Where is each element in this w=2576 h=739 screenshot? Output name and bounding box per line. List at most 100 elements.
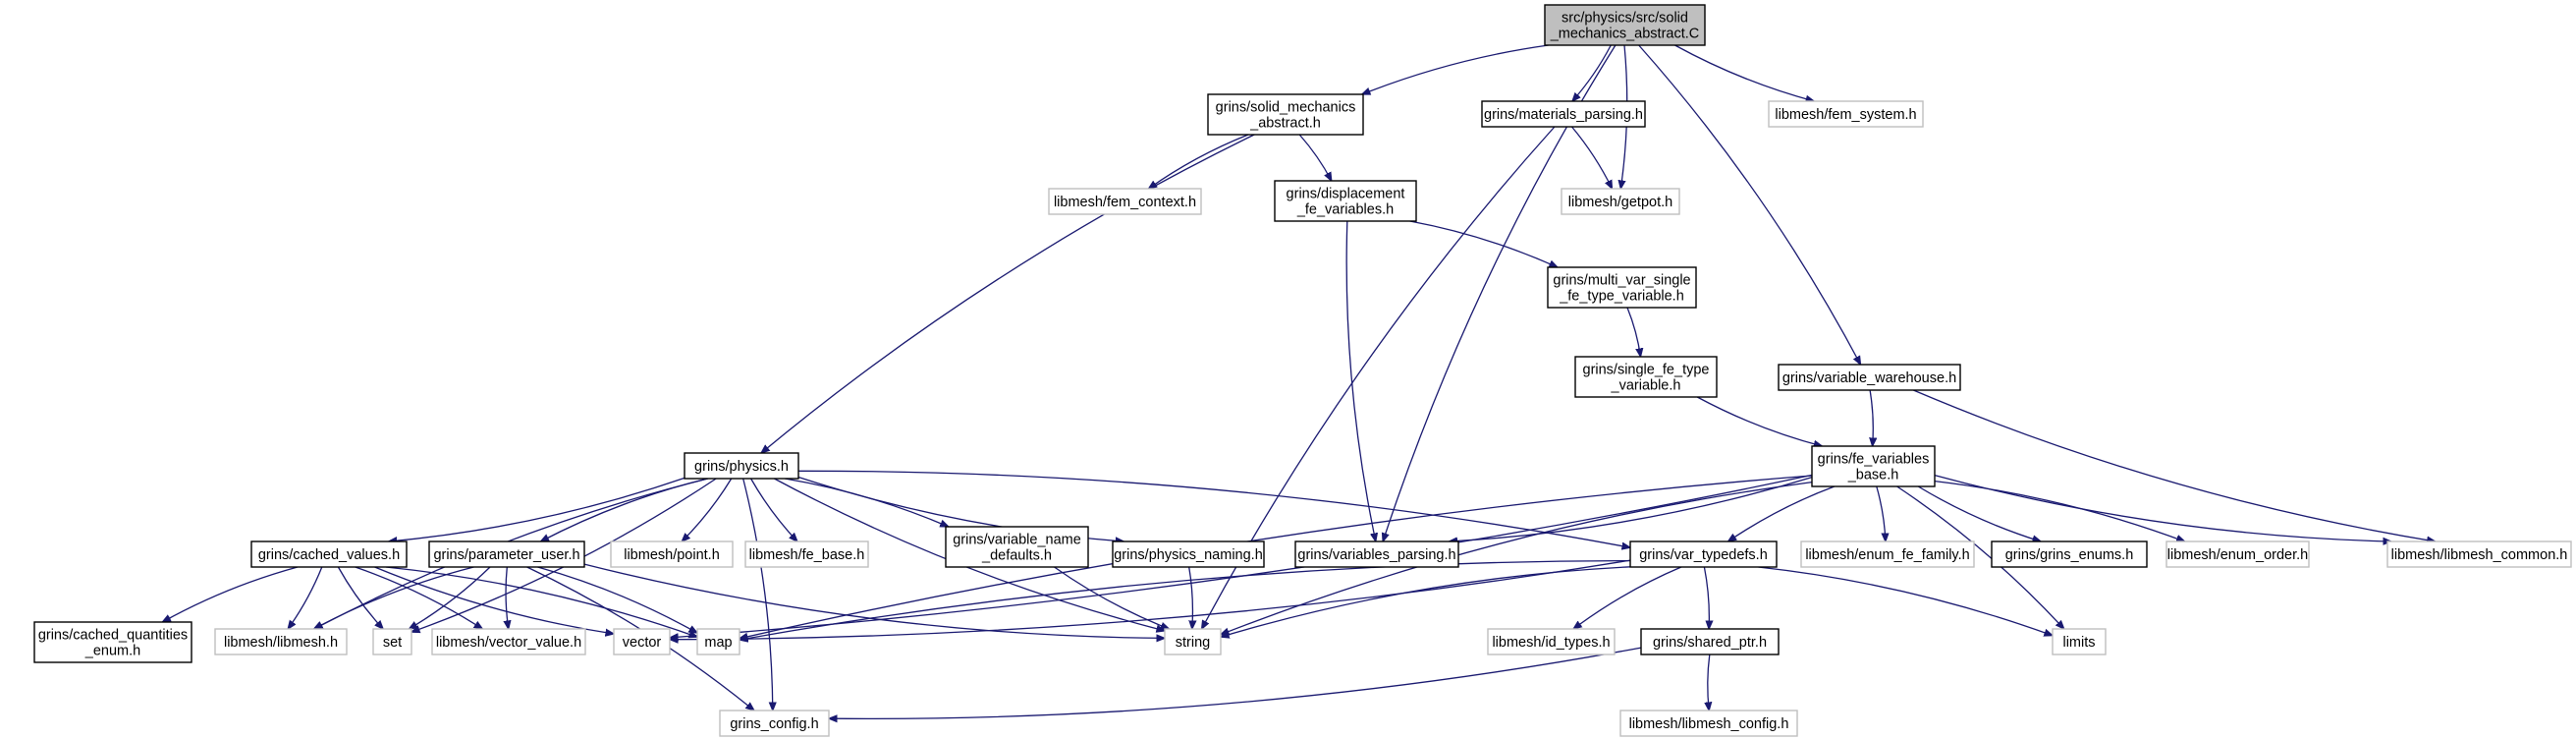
node-libmesh_h[interactable]: libmesh/libmesh.h <box>214 628 348 655</box>
node-label-displacement_fe-line-0: grins/displacement <box>1287 187 1405 202</box>
node-libmesh_config[interactable]: libmesh/libmesh_config.h <box>1619 710 1798 737</box>
node-box-map <box>696 628 740 655</box>
edge-physics-to-point <box>682 478 733 541</box>
node-vector[interactable]: vector <box>613 628 671 655</box>
edge-sm_abstract-to-displacement_fe <box>1298 134 1332 181</box>
node-box-variables_parsing <box>1294 540 1459 568</box>
node-box-root <box>1544 4 1706 46</box>
node-displacement_fe[interactable]: grins/displacement_fe_variables.h <box>1274 180 1417 222</box>
node-box-libmesh_common <box>2386 540 2572 568</box>
node-sm_abstract[interactable]: grins/solid_mechanics_abstract.h <box>1207 93 1364 136</box>
node-label-point-line-0: libmesh/point.h <box>624 547 720 563</box>
node-label-enum_fe_family-line-0: libmesh/enum_fe_family.h <box>1805 547 1969 563</box>
node-limits[interactable]: limits <box>2052 628 2107 655</box>
node-enum_order[interactable]: libmesh/enum_order.h <box>2165 540 2310 568</box>
edge-multi_var-to-single_fe <box>1626 307 1641 357</box>
edge-variable_warehouse-to-fe_variables_base <box>1870 389 1873 446</box>
node-libmesh_common[interactable]: libmesh/libmesh_common.h <box>2386 540 2572 568</box>
node-enum_fe_family[interactable]: libmesh/enum_fe_family.h <box>1800 540 1975 568</box>
node-box-physics_naming <box>1112 540 1265 568</box>
node-box-fe_base <box>744 540 869 568</box>
edge-parameter_user-to-vector_value <box>506 566 509 629</box>
node-label-libmesh_common-line-0: libmesh/libmesh_common.h <box>2391 547 2568 563</box>
node-box-multi_var <box>1547 266 1697 309</box>
node-variable_warehouse[interactable]: grins/variable_warehouse.h <box>1778 364 1961 391</box>
node-var_typedefs[interactable]: grins/var_typedefs.h <box>1629 540 1778 568</box>
edge-displacement_fe-to-variables_parsing <box>1345 220 1376 541</box>
node-box-single_fe <box>1574 356 1718 398</box>
edge-physics-to-cached_values <box>389 477 685 541</box>
node-label-variables_parsing-line-0: grins/variables_parsing.h <box>1297 547 1455 563</box>
node-fe_base[interactable]: libmesh/fe_base.h <box>744 540 869 568</box>
edge-root-to-variable_warehouse <box>1638 44 1861 365</box>
node-id_types[interactable]: libmesh/id_types.h <box>1487 628 1616 655</box>
node-fem_system[interactable]: libmesh/fem_system.h <box>1768 100 1924 128</box>
node-box-fem_system <box>1768 100 1924 128</box>
node-variable_name_defaults[interactable]: grins/variable_name_defaults.h <box>945 526 1089 568</box>
edge-cached_values-to-cached_quantities <box>162 566 299 622</box>
edge-var_typedefs-to-shared_ptr <box>1703 566 1709 629</box>
node-cached_quantities[interactable]: grins/cached_quantities_enum.h <box>33 621 192 663</box>
edge-fe_variables_base-to-variables_parsing <box>1449 476 1813 541</box>
node-box-vector_value <box>431 628 586 655</box>
edge-fe_variables_base-to-enum_order <box>1934 480 2185 541</box>
node-box-string <box>1164 628 1222 655</box>
node-grins_config[interactable]: grins_config.h <box>719 710 830 737</box>
edge-sm_abstract-to-fem_context <box>1149 134 1249 189</box>
edge-physics_naming-to-string <box>1188 566 1193 629</box>
node-shared_ptr[interactable]: grins/shared_ptr.h <box>1640 628 1780 655</box>
edge-root-to-sm_abstract <box>1362 44 1549 94</box>
node-box-libmesh_h <box>214 628 348 655</box>
node-box-grins_config <box>719 710 830 737</box>
edge-fe_variables_base-to-var_typedefs <box>1728 485 1836 541</box>
node-label-string-line-0: string <box>1176 635 1210 651</box>
node-box-variable_warehouse <box>1778 364 1961 391</box>
node-box-materials_parsing <box>1481 100 1646 128</box>
node-parameter_user[interactable]: grins/parameter_user.h <box>428 540 585 568</box>
node-vector_value[interactable]: libmesh/vector_value.h <box>431 628 586 655</box>
node-string[interactable]: string <box>1164 628 1222 655</box>
node-variables_parsing[interactable]: grins/variables_parsing.h <box>1294 540 1459 568</box>
node-single_fe[interactable]: grins/single_fe_type_variable.h <box>1574 356 1718 398</box>
node-label-cached_quantities-line-0: grins/cached_quantities <box>38 628 188 644</box>
edges-layer <box>162 44 2435 718</box>
edge-shared_ptr-to-grins_config <box>829 647 1642 718</box>
node-label-limits-line-0: limits <box>2062 635 2095 651</box>
edge-var_typedefs-to-vector <box>670 559 1631 640</box>
node-box-physics <box>684 452 799 480</box>
edge-parameter_user-to-set <box>410 566 491 629</box>
edge-variable_name_defaults-to-string <box>1054 566 1170 629</box>
node-physics_naming[interactable]: grins/physics_naming.h <box>1112 540 1265 568</box>
node-box-fe_variables_base <box>1811 445 1936 487</box>
node-label-vector_value-line-0: libmesh/vector_value.h <box>436 635 581 651</box>
edge-var_typedefs-to-map <box>740 559 1631 641</box>
node-box-fem_context <box>1048 188 1202 215</box>
node-box-set <box>372 628 412 655</box>
node-label-variable_name_defaults-line-1: _defaults.h <box>981 548 1052 564</box>
nodes-layer: src/physics/src/solid_mechanics_abstract… <box>33 4 2572 737</box>
edge-physics-to-parameter_user <box>541 478 708 541</box>
edge-parameter_user-to-map <box>537 566 698 633</box>
node-point[interactable]: libmesh/point.h <box>610 540 734 568</box>
node-materials_parsing[interactable]: grins/materials_parsing.h <box>1481 100 1646 128</box>
node-root[interactable]: src/physics/src/solid_mechanics_abstract… <box>1544 4 1706 46</box>
node-map[interactable]: map <box>696 628 740 655</box>
node-set[interactable]: set <box>372 628 412 655</box>
node-label-shared_ptr-line-0: grins/shared_ptr.h <box>1653 635 1767 651</box>
node-grins_enums[interactable]: grins/grins_enums.h <box>1991 540 2148 568</box>
node-label-physics_naming-line-0: grins/physics_naming.h <box>1114 547 1263 563</box>
node-getpot[interactable]: libmesh/getpot.h <box>1561 188 1680 215</box>
node-label-variable_name_defaults-line-0: grins/variable_name <box>953 533 1081 548</box>
node-physics[interactable]: grins/physics.h <box>684 452 799 480</box>
node-box-libmesh_config <box>1619 710 1798 737</box>
edge-cached_values-to-map <box>385 566 697 637</box>
node-box-displacement_fe <box>1274 180 1417 222</box>
node-multi_var[interactable]: grins/multi_var_single_fe_type_variable.… <box>1547 266 1697 309</box>
node-label-multi_var-line-0: grins/multi_var_single <box>1553 273 1690 289</box>
node-cached_values[interactable]: grins/cached_values.h <box>250 540 408 568</box>
node-fem_context[interactable]: libmesh/fem_context.h <box>1048 188 1202 215</box>
edge-fe_variables_base-to-limits <box>1896 485 2064 629</box>
node-label-root-line-0: src/physics/src/solid <box>1562 11 1688 27</box>
node-label-fe_variables_base-line-1: _base.h <box>1847 468 1899 483</box>
node-fe_variables_base[interactable]: grins/fe_variables_base.h <box>1811 445 1936 487</box>
